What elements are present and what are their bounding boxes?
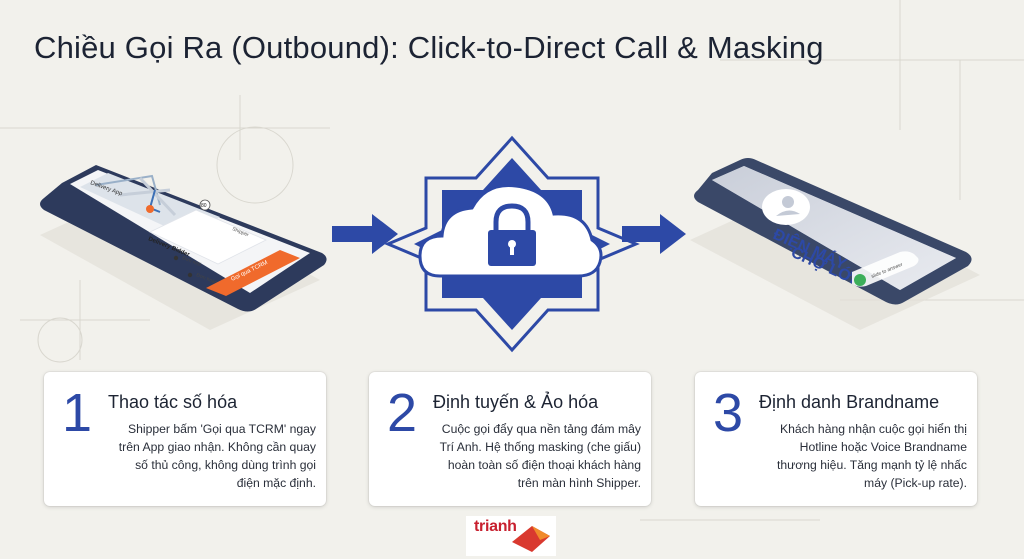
step-description: Shipper bấm 'Gọi qua TCRM' ngay trên App… xyxy=(118,422,316,490)
lock-icon xyxy=(493,203,531,232)
step-title: Thao tác số hóa xyxy=(108,392,238,412)
cloud-masking-emblem xyxy=(384,135,640,353)
step-number: 2 xyxy=(387,383,418,443)
step-card-2: 2 Định tuyến & Ảo hóa Cuộc gọi đẩy qua n… xyxy=(369,372,651,506)
shipper-phone: Delivery App 80 Delivery Bidder Shipper … xyxy=(40,165,327,330)
step-number: 3 xyxy=(713,383,744,443)
customer-phone: ĐIỆN MÁY CHỢ LỚN slide to answer xyxy=(690,158,980,330)
logo-triangle-icon xyxy=(512,526,550,552)
logo-wordmark: trianh xyxy=(474,518,517,535)
page-title: Chiều Gọi Ra (Outbound): Click-to-Direct… xyxy=(34,30,824,65)
arrow-right-icon xyxy=(622,214,686,254)
step-title: Định tuyến & Ảo hóa xyxy=(433,392,599,412)
phone-answer-icon xyxy=(854,274,866,286)
arrow-right-icon xyxy=(332,214,398,254)
step-description: Khách hàng nhận cuộc gọi hiển thị Hotlin… xyxy=(776,422,967,490)
step-description: Cuộc gọi đẩy qua nền tảng đám mây Trí An… xyxy=(439,422,641,490)
step-card-1: 1 Thao tác số hóa Shipper bấm 'Gọi qua T… xyxy=(44,372,326,506)
step-title: Định danh Brandname xyxy=(759,392,940,412)
map-badge: 80 xyxy=(201,203,207,209)
flow-illustration: Delivery App 80 Delivery Bidder Shipper … xyxy=(40,135,980,353)
step-card-3: 3 Định danh Brandname Khách hàng nhận cu… xyxy=(695,372,977,506)
slide-to-answer-bar xyxy=(852,251,919,287)
trianh-logo: trianh xyxy=(466,516,556,556)
step-number: 1 xyxy=(62,383,93,443)
